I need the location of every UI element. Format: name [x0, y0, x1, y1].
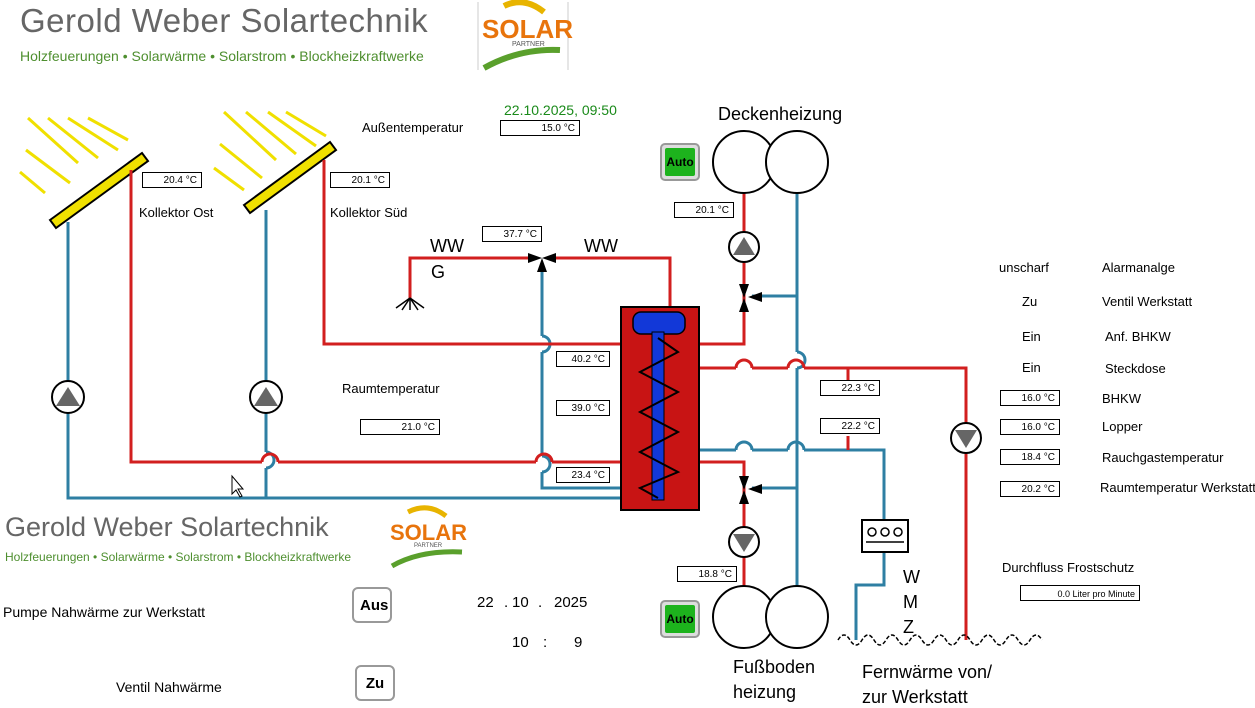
company-tagline-bottom: Holzfeuerungen • Solarwärme • Solarstrom… — [5, 550, 352, 564]
mix-temp-value: 37.7 °C — [482, 226, 542, 242]
pump-nahwaerme-button[interactable]: Aus — [352, 587, 392, 623]
logo-sub-bottom: PARTNER — [414, 543, 443, 549]
flue-gas-temp-value: 18.4 °C — [1000, 449, 1060, 465]
bhkw-temp-label: BHKW — [1102, 391, 1141, 406]
tank-temp-top: 40.2 °C — [556, 351, 610, 367]
district-supply-temp: 22.3 °C — [820, 380, 880, 396]
alarm-status-value: unscharf — [999, 260, 1049, 275]
ww-label-right: WW — [584, 236, 618, 256]
collector-ost — [48, 151, 150, 230]
ceiling-temp-value: 20.1 °C — [674, 202, 734, 218]
pump-icon — [728, 231, 760, 263]
time-minute: 9 — [574, 634, 583, 651]
ceiling-heating-icon — [712, 130, 829, 194]
time-colon: : — [543, 634, 548, 651]
flow-value: 0.0 Liter pro Minute — [1020, 585, 1140, 601]
bhkw-request-label: Anf. BHKW — [1105, 329, 1171, 344]
company-name: Gerold Weber Solartechnik — [20, 2, 429, 39]
shower-icon — [395, 297, 425, 311]
ww-label-left: WW — [430, 236, 464, 256]
date-sep-2: . — [538, 594, 543, 611]
company-name-bottom: Gerold Weber Solartechnik — [5, 512, 329, 542]
socket-label: Steckdose — [1105, 361, 1166, 376]
floor-heating-title-1: Fußboden — [733, 657, 816, 677]
district-heating-label-2: zur Werkstatt — [862, 687, 968, 707]
pump-icon — [950, 422, 982, 454]
heat-meter-icon — [861, 519, 909, 553]
pump-icon — [728, 526, 760, 558]
valve-workshop-label: Ventil Werkstatt — [1102, 294, 1193, 309]
collector-sued — [242, 140, 338, 215]
floor-temp-value: 18.8 °C — [677, 566, 737, 582]
ceiling-auto-button[interactable]: Auto — [660, 143, 700, 181]
bhkw-temp-value: 16.0 °C — [1000, 390, 1060, 406]
outside-temp-value: 15.0 °C — [500, 120, 580, 136]
solar-partner-logo-bottom — [390, 505, 463, 569]
workshop-room-temp-value: 20.2 °C — [1000, 481, 1060, 497]
flow-label: Durchfluss Frostschutz — [1002, 560, 1135, 575]
ceiling-auto-label: Auto — [665, 148, 695, 176]
valve-workshop-value: Zu — [1022, 294, 1038, 309]
wmz-w: W — [903, 567, 920, 587]
lopper-temp-label: Lopper — [1102, 419, 1143, 434]
district-heating-label-1: Fernwärme von/ — [862, 662, 993, 682]
ceiling-heating-title: Deckenheizung — [718, 104, 843, 124]
company-tagline: Holzfeuerungen • Solarwärme • Solarstrom… — [20, 48, 424, 64]
room-temp-label: Raumtemperatur — [342, 381, 440, 396]
logo-text: SOLAR — [482, 14, 573, 44]
bhkw-request-value: Ein — [1022, 329, 1041, 344]
logo-text-bottom: SOLAR — [390, 520, 467, 545]
valve-nahwaerme-button[interactable]: Zu — [355, 665, 395, 701]
solar-partner-logo — [477, 0, 569, 71]
floor-heating-title-2: heizung — [733, 682, 797, 702]
date-sep-1: . — [504, 594, 509, 611]
collector-sued-label: Kollektor Süd — [330, 205, 408, 220]
pump-icon — [249, 380, 283, 414]
room-temp-value: 21.0 °C — [360, 419, 440, 435]
alarm-status-label: Alarmanalge — [1102, 260, 1175, 275]
g-label: G — [431, 262, 446, 282]
valve-nahwaerme-label: Ventil Nahwärme — [116, 679, 222, 695]
pump-nahwaerme-label: Pumpe Nahwärme zur Werkstatt — [3, 604, 206, 620]
wmz-z: Z — [903, 617, 914, 637]
ground-line — [837, 634, 1043, 646]
tank-temp-middle: 39.0 °C — [556, 400, 610, 416]
logo-sub: PARTNER — [512, 41, 545, 48]
date-day: 22 — [477, 594, 494, 611]
pump-icon — [51, 380, 85, 414]
mixing-valve-icon — [528, 253, 556, 272]
collector-ost-temp: 20.4 °C — [142, 172, 202, 188]
collector-sued-temp: 20.1 °C — [330, 172, 390, 188]
sun-rays-icon — [19, 110, 327, 195]
outside-temp-label: Außentemperatur — [362, 120, 464, 135]
socket-value: Ein — [1022, 360, 1041, 375]
date-year: 2025 — [554, 594, 588, 611]
wmz-m: M — [903, 592, 918, 612]
workshop-room-temp-label: Raumtemperatur Werkstatt — [1100, 480, 1255, 495]
ceiling-valve-icon — [739, 284, 762, 312]
date-month: 10 — [512, 594, 529, 611]
storage-tank — [620, 306, 700, 511]
collector-ost-label: Kollektor Ost — [139, 205, 214, 220]
floor-heating-icon — [712, 585, 829, 649]
floor-auto-label: Auto — [665, 605, 695, 633]
flue-gas-temp-label: Rauchgastemperatur — [1102, 450, 1224, 465]
tank-temp-bottom: 23.4 °C — [556, 467, 610, 483]
floor-valve-icon — [739, 476, 762, 504]
mouse-cursor-icon — [231, 474, 245, 498]
time-hour: 10 — [512, 634, 529, 651]
district-return-temp: 22.2 °C — [820, 418, 880, 434]
timestamp: 22.10.2025, 09:50 — [504, 102, 617, 118]
floor-auto-button[interactable]: Auto — [660, 600, 700, 638]
lopper-temp-value: 16.0 °C — [1000, 419, 1060, 435]
